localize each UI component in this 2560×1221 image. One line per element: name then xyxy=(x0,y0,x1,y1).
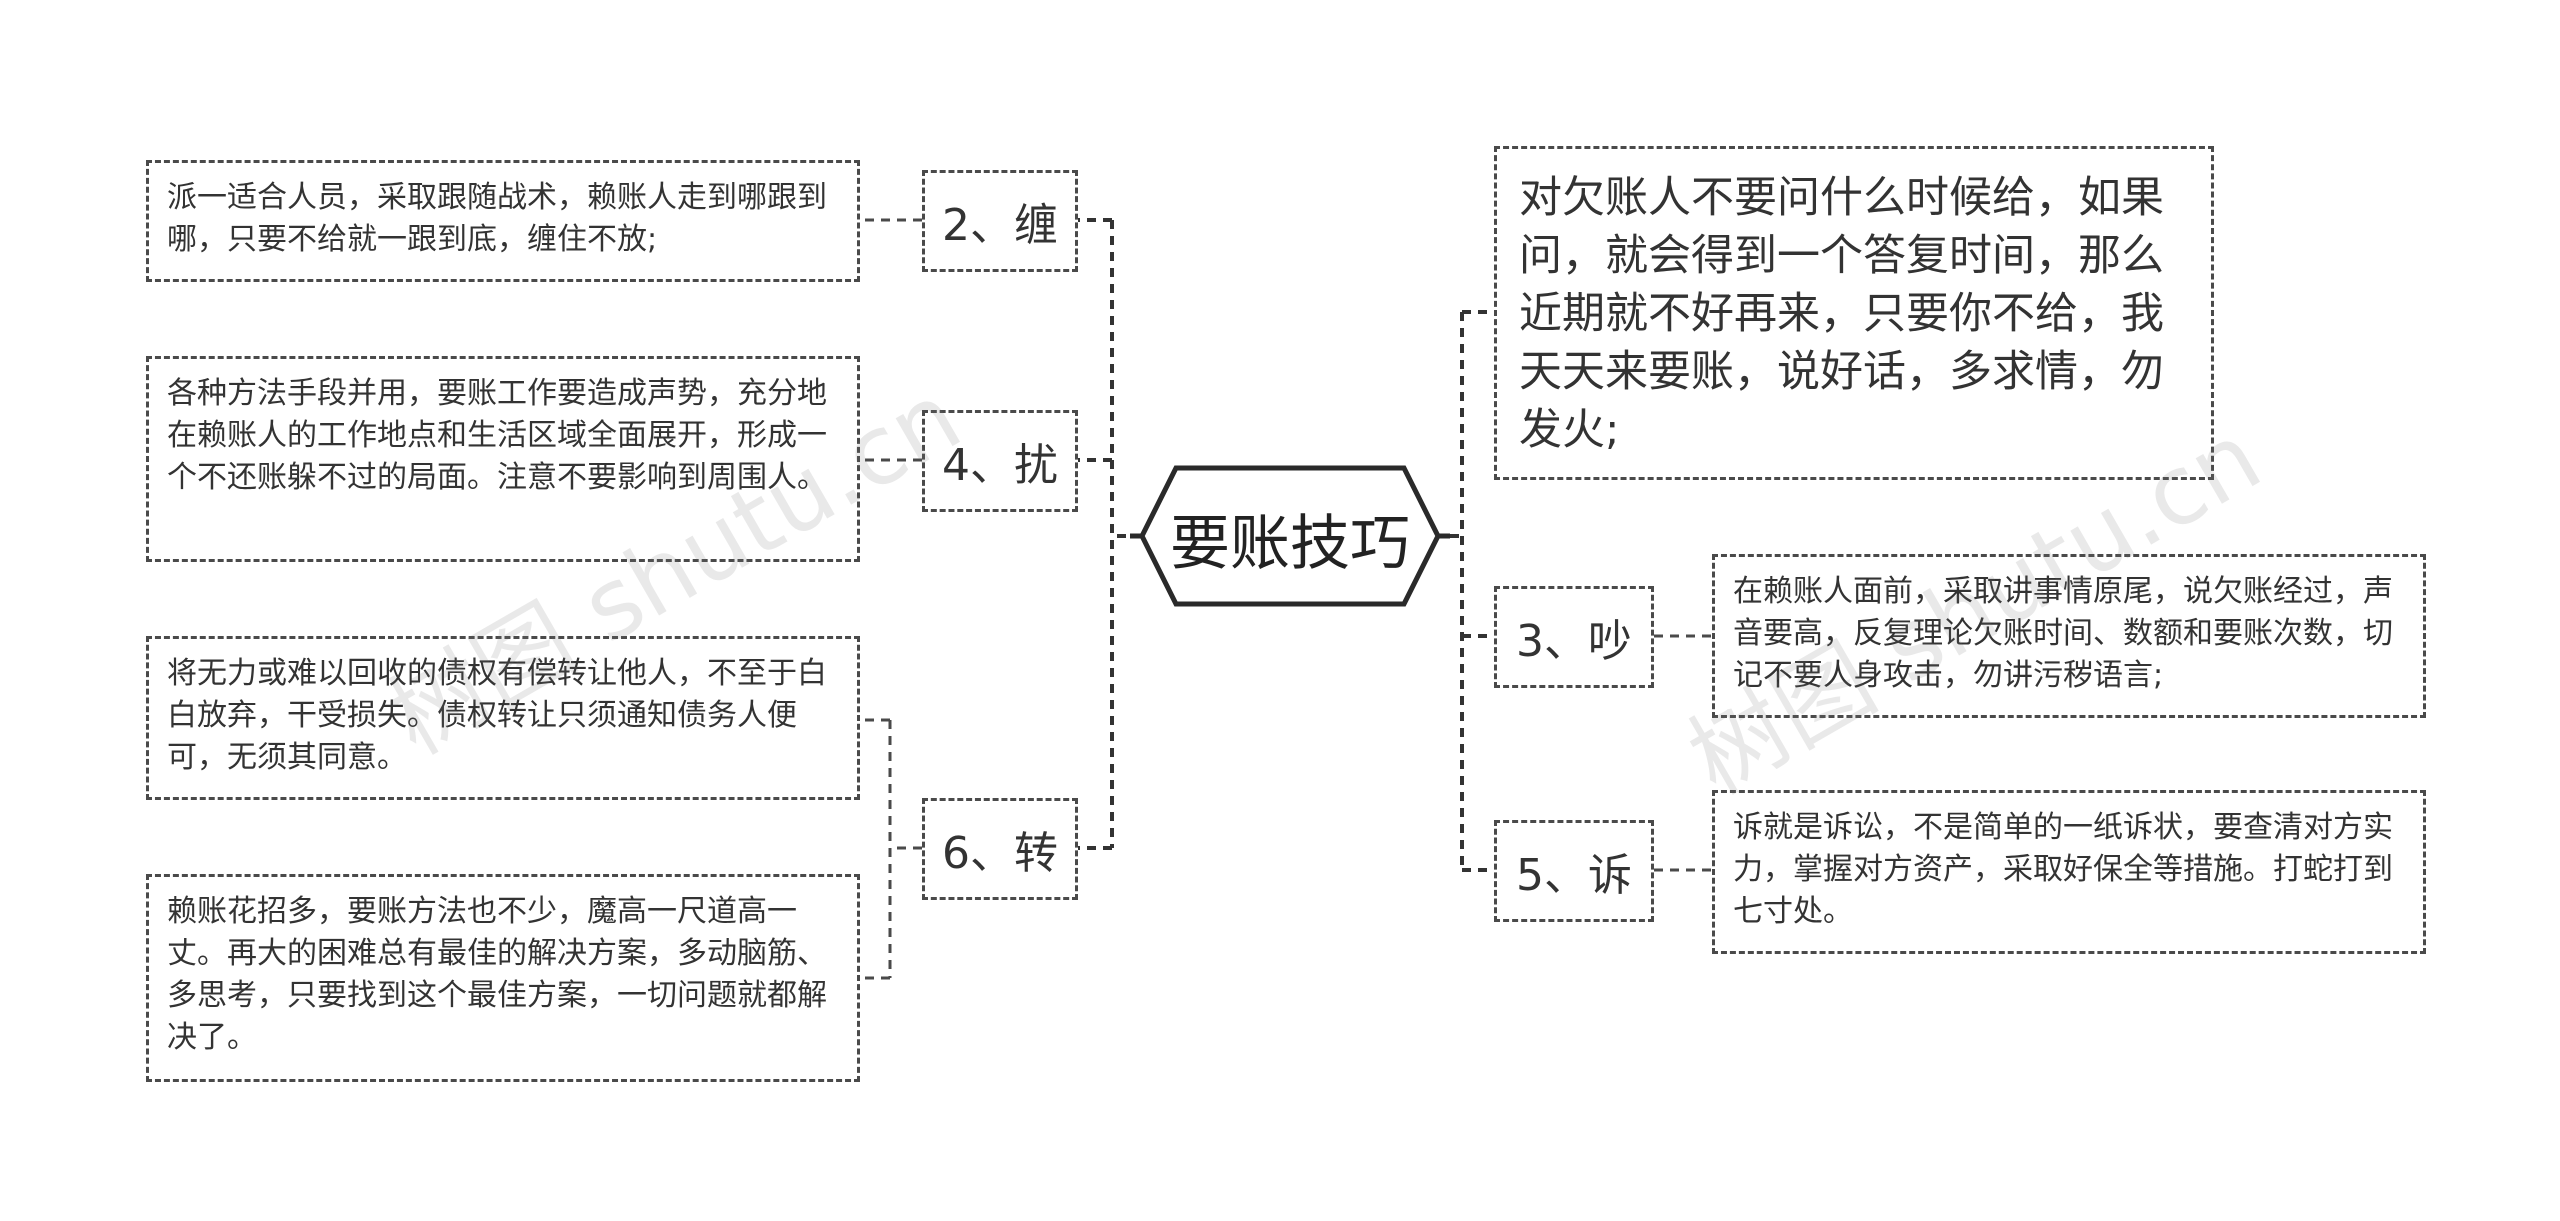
branch-rao[interactable]: 4、扰 xyxy=(922,410,1078,512)
leaf-zhuan-text-2: 赖账花招多，要账方法也不少，魔高一尺道高一丈。再大的困难总有最佳的解决方案，多动… xyxy=(146,874,860,1082)
leaf-zhuan-text-1: 将无力或难以回收的债权有偿转让他人，不至于白白放弃，干受损失。债权转让只须通知债… xyxy=(146,636,860,800)
branch-chao[interactable]: 3、吵 xyxy=(1494,586,1654,688)
leaf-su-text: 诉就是诉讼，不是简单的一纸诉状，要查清对方实力，掌握对方资产，采取好保全等措施。… xyxy=(1712,790,2426,954)
leaf-rao-text: 各种方法手段并用，要账工作要造成声势，充分地在赖账人的工作地点和生活区域全面展开… xyxy=(146,356,860,562)
leaf-chao-text: 在赖账人面前，采取讲事情原尾，说欠账经过，声音要高，反复理论欠账时间、数额和要账… xyxy=(1712,554,2426,718)
branch-su[interactable]: 5、诉 xyxy=(1494,820,1654,922)
leaf-main-text: 对欠账人不要问什么时候给，如果问，就会得到一个答复时间，那么近期就不好再来，只要… xyxy=(1494,146,2214,480)
branch-chan[interactable]: 2、缠 xyxy=(922,170,1078,272)
leaf-chan-text: 派一适合人员，采取跟随战术，赖账人走到哪跟到哪，只要不给就一跟到底，缠住不放; xyxy=(146,160,860,282)
root-title[interactable]: 要账技巧 xyxy=(1170,508,1410,579)
branch-zhuan[interactable]: 6、转 xyxy=(922,798,1078,900)
